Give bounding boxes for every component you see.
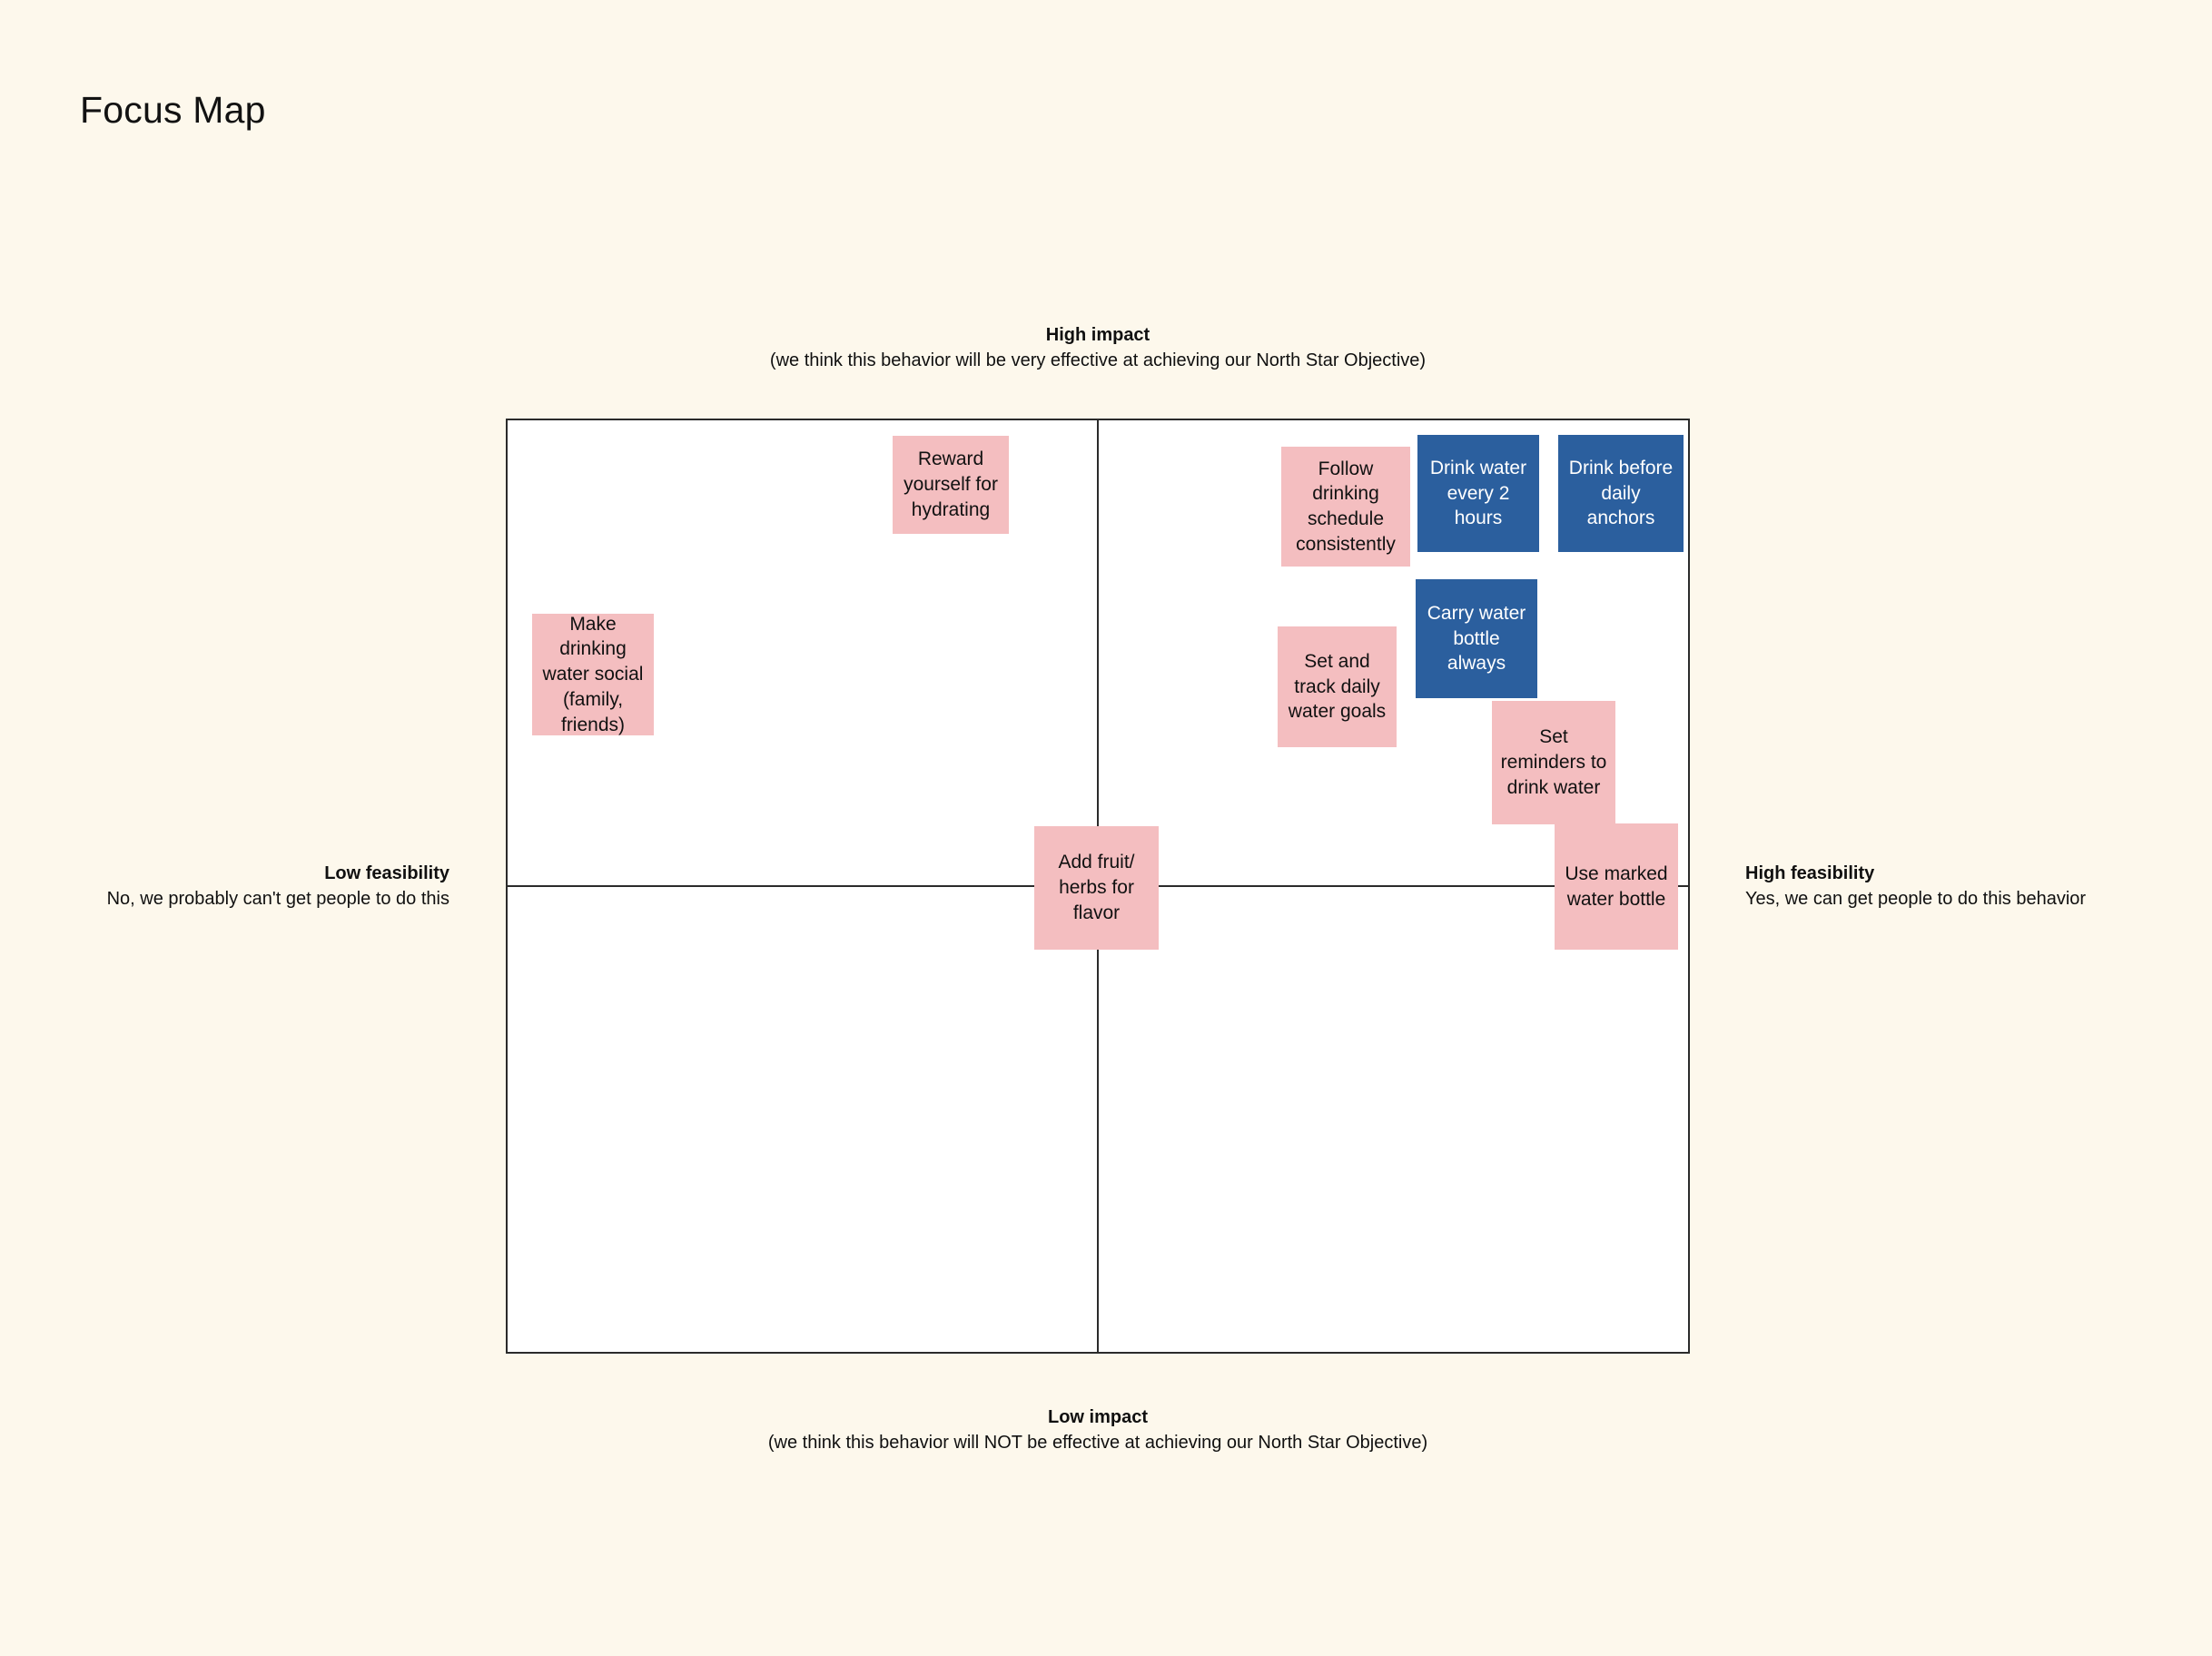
- axis-bottom-title: Low impact: [1047, 1407, 1148, 1427]
- sticky-note-set-reminders-to-drink-water[interactable]: Set reminders to drink water: [1492, 701, 1615, 824]
- axis-label-high-impact: High impact (we think this behavior will…: [506, 322, 1690, 374]
- axis-bottom-subtitle: (we think this behavior will NOT be effe…: [767, 1433, 1428, 1454]
- axis-label-high-feasibility: High feasibility Yes, we can get people …: [1745, 861, 2212, 912]
- axis-left-title: Low feasibility: [324, 863, 449, 883]
- axis-right-title: High feasibility: [1745, 863, 1875, 883]
- page-title: Focus Map: [80, 89, 266, 131]
- sticky-note-drink-before-daily-anchors[interactable]: Drink before daily anchors: [1558, 435, 1684, 552]
- axis-top-subtitle: (we think this behavior will be very eff…: [769, 350, 1427, 371]
- sticky-note-label: Drink before daily anchors: [1568, 457, 1674, 529]
- axis-left-subtitle: No, we probably can't get people to do t…: [106, 889, 449, 910]
- sticky-note-reward-yourself-for-hydrating[interactable]: Reward yourself for hydrating: [893, 436, 1009, 534]
- axis-label-low-feasibility: Low feasibility No, we probably can't ge…: [27, 861, 449, 912]
- sticky-note-label: Set and track daily water goals: [1288, 650, 1387, 723]
- sticky-note-make-drinking-water-social[interactable]: Make drinking water social (family, frie…: [532, 614, 654, 735]
- sticky-note-add-fruit-herbs-for-flavor[interactable]: Add fruit/ herbs for flavor: [1034, 826, 1159, 950]
- sticky-note-drink-water-every-2-hours[interactable]: Drink water every 2 hours: [1417, 435, 1539, 552]
- axis-label-low-impact: Low impact (we think this behavior will …: [506, 1405, 1690, 1456]
- sticky-note-carry-water-bottle-always[interactable]: Carry water bottle always: [1416, 579, 1537, 698]
- sticky-note-label: Carry water bottle always: [1427, 602, 1526, 675]
- axis-top-title: High impact: [1045, 325, 1150, 345]
- sticky-note-label: Follow drinking schedule consistently: [1296, 458, 1396, 555]
- sticky-note-label: Make drinking water social (family, frie…: [542, 613, 644, 735]
- sticky-note-label: Set reminders to drink water: [1500, 726, 1607, 798]
- sticky-note-label: Use marked water bottle: [1565, 862, 1668, 910]
- sticky-note-label: Drink water every 2 hours: [1429, 457, 1527, 529]
- sticky-note-set-and-track-daily-water-goals[interactable]: Set and track daily water goals: [1278, 626, 1397, 747]
- sticky-note-use-marked-water-bottle[interactable]: Use marked water bottle: [1555, 823, 1678, 950]
- sticky-note-follow-drinking-schedule[interactable]: Follow drinking schedule consistently: [1281, 447, 1410, 567]
- sticky-note-label: Add fruit/ herbs for flavor: [1058, 852, 1135, 923]
- axis-right-subtitle: Yes, we can get people to do this behavi…: [1745, 889, 2087, 910]
- sticky-note-label: Reward yourself for hydrating: [904, 448, 998, 520]
